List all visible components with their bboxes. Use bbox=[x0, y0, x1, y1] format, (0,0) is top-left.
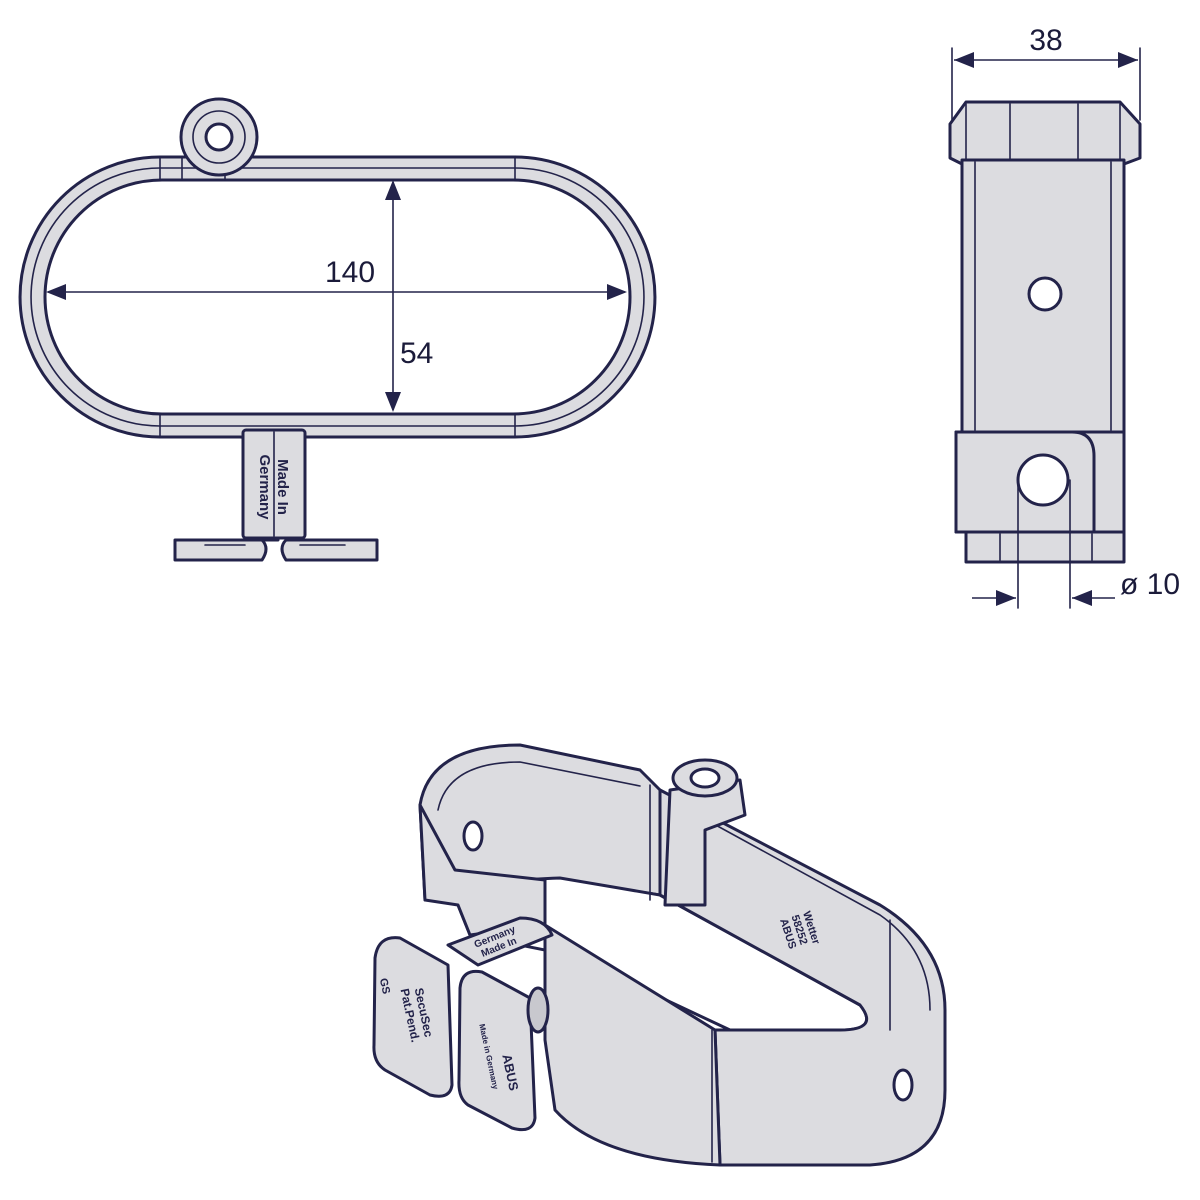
lock-hole bbox=[1016, 453, 1070, 507]
iso-top-tab bbox=[446, 916, 554, 967]
stamp-line-2: Germany bbox=[256, 454, 273, 520]
stamp-line-1: Made In bbox=[274, 459, 291, 515]
iso-plate-pin bbox=[526, 986, 550, 1034]
dimension-height-label: 54 bbox=[400, 337, 433, 370]
top-view-opening bbox=[43, 178, 632, 416]
arrow-head bbox=[385, 180, 401, 200]
side-view-cap bbox=[948, 100, 1142, 166]
side-view-base bbox=[964, 530, 1126, 564]
dimension-length-label: 140 bbox=[325, 256, 375, 289]
iso-right-band-rim bbox=[669, 799, 931, 1011]
arrow-head bbox=[46, 284, 66, 300]
iso-hinge-pin bbox=[689, 767, 721, 789]
top-view-stamp: Made In Germany bbox=[256, 454, 291, 520]
iso-right-band bbox=[658, 788, 947, 1167]
iso-inner-rim-back bbox=[437, 761, 641, 811]
iso-hole-right bbox=[892, 1068, 914, 1102]
iso-hinge-barrel bbox=[663, 778, 747, 907]
dimension-width-label: 38 bbox=[1029, 24, 1062, 57]
iso-plate-a-mark: GS bbox=[377, 977, 392, 995]
top-view: Made In Germany 140 54 bbox=[18, 97, 657, 562]
iso-plate-left bbox=[372, 936, 454, 1098]
arrow-head bbox=[1118, 52, 1138, 68]
side-view: 38 ø 10 bbox=[948, 24, 1180, 609]
hinge-knuckle-ring bbox=[192, 110, 246, 164]
arrow-head bbox=[1072, 590, 1092, 606]
arrow-head bbox=[607, 284, 627, 300]
mounting-hole bbox=[1027, 276, 1063, 312]
iso-hole-back bbox=[462, 820, 484, 852]
right-foot bbox=[280, 538, 379, 562]
arrow-head bbox=[954, 52, 974, 68]
iso-plate-right bbox=[457, 969, 537, 1132]
arrow-head bbox=[385, 392, 401, 412]
isometric-view: ABUS 58252 Wetter Made In Germany SecuSe… bbox=[372, 743, 947, 1167]
dimension-hole-label: ø 10 bbox=[1120, 568, 1180, 601]
left-foot bbox=[173, 538, 268, 562]
arrow-head bbox=[996, 590, 1016, 606]
hinge-pin bbox=[204, 122, 234, 152]
iso-front-wall bbox=[543, 923, 722, 1167]
